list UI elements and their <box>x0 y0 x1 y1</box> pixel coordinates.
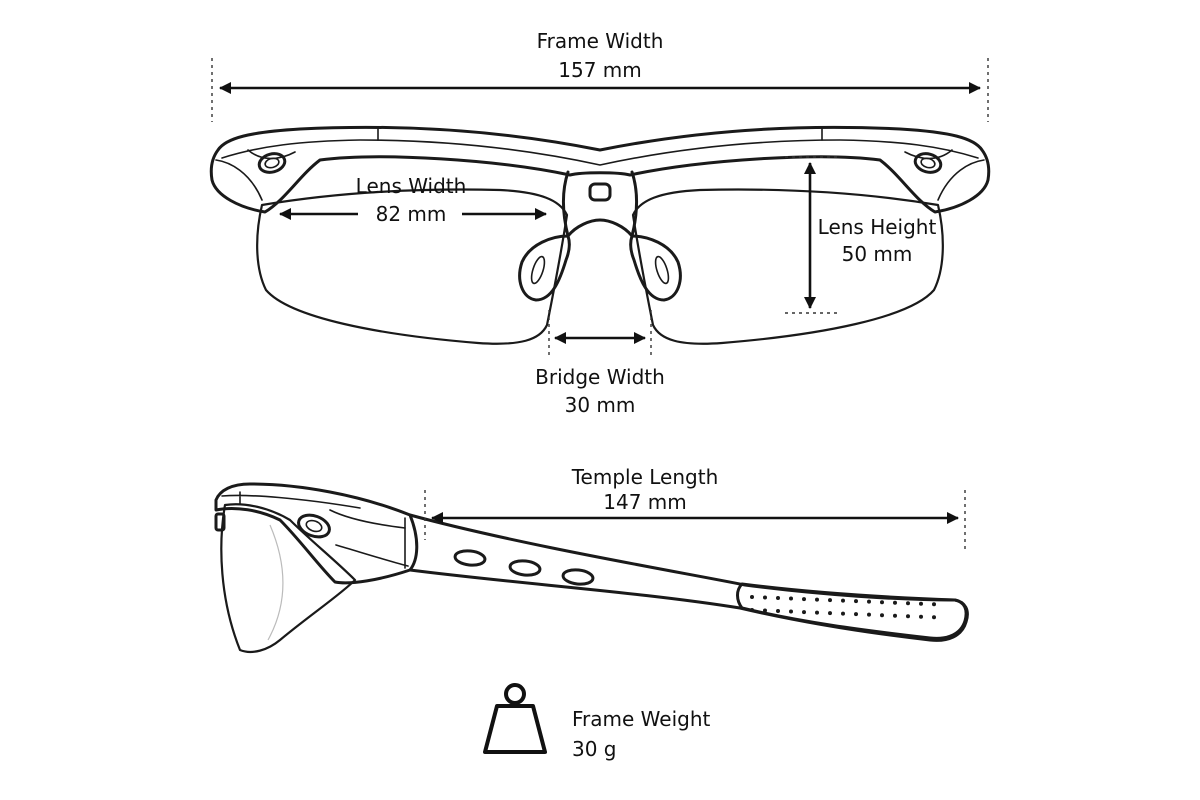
frame-weight-label: Frame Weight <box>572 707 711 731</box>
grip-dot <box>932 602 936 607</box>
frame-width-label: Frame Width <box>537 29 664 53</box>
frame-width-value: 157 mm <box>558 58 642 82</box>
grip-dot <box>919 601 923 606</box>
grip-dot <box>906 601 910 606</box>
temple-arm <box>408 513 969 642</box>
lens-height-label: Lens Height <box>818 215 937 239</box>
frame-weight-value: 30 g <box>572 737 617 761</box>
grip-dot <box>750 595 754 599</box>
side-hinge-screw <box>297 513 331 539</box>
grip-dot <box>919 614 923 619</box>
grip-dot <box>789 609 793 614</box>
grip-dot <box>815 610 819 615</box>
grip-dot <box>776 609 780 614</box>
left-lens <box>256 188 569 345</box>
bridge <box>562 170 638 238</box>
frame-weight-section: Frame Weight 30 g <box>483 683 711 761</box>
temple-vent-2 <box>508 559 542 577</box>
grip-dot <box>932 615 936 620</box>
side-view-glasses <box>214 482 969 654</box>
lens-height-value: 50 mm <box>842 242 913 266</box>
grip-dot <box>802 610 806 615</box>
temple-length-value: 147 mm <box>603 490 687 514</box>
grip-dot <box>789 596 793 601</box>
weight-icon <box>483 683 547 754</box>
temple-length-label: Temple Length <box>571 465 719 489</box>
temple-vent-1 <box>453 549 487 567</box>
lens-width-dimension: Lens Width 82 mm <box>279 174 547 226</box>
grip-dot <box>867 599 871 604</box>
right-lens <box>631 188 944 345</box>
bridge-width-value: 30 mm <box>565 393 636 417</box>
lens-width-label: Lens Width <box>356 174 467 198</box>
grip-dot <box>893 613 897 618</box>
grip-dots <box>750 595 936 620</box>
right-hinge-screw <box>913 152 943 174</box>
temple-grip <box>736 582 968 640</box>
bridge-width-dimension: Bridge Width 30 mm <box>535 310 665 417</box>
left-nose-pad <box>518 234 571 302</box>
grip-dot <box>776 596 780 601</box>
grip-dot <box>880 613 884 618</box>
bridge-screw <box>588 182 612 202</box>
temple-vent-3 <box>561 568 595 586</box>
grip-dot <box>828 598 832 603</box>
grip-dot <box>841 598 845 603</box>
temple-length-dimension: Temple Length 147 mm <box>424 465 966 550</box>
grip-dot <box>880 600 884 605</box>
grip-dot <box>906 614 910 619</box>
grip-dot <box>763 608 767 613</box>
grip-dot <box>828 611 832 616</box>
grip-dot <box>802 597 806 602</box>
grip-dot <box>815 597 819 602</box>
frame-width-dimension: Frame Width 157 mm <box>211 29 989 122</box>
grip-dot <box>854 612 858 617</box>
grip-dot <box>867 612 871 617</box>
side-lens <box>220 503 357 654</box>
bridge-width-label: Bridge Width <box>535 365 665 389</box>
grip-dot <box>893 600 897 605</box>
right-nose-pad <box>629 234 682 302</box>
grip-dot <box>750 608 754 612</box>
lens-width-value: 82 mm <box>376 202 447 226</box>
front-view-glasses <box>209 125 991 345</box>
lens-height-dimension: Lens Height 50 mm <box>785 156 937 314</box>
left-hinge-screw <box>257 152 287 174</box>
grip-dot <box>854 599 858 604</box>
grip-dot <box>763 595 767 600</box>
brow-bar <box>209 125 991 214</box>
grip-dot <box>841 611 845 616</box>
